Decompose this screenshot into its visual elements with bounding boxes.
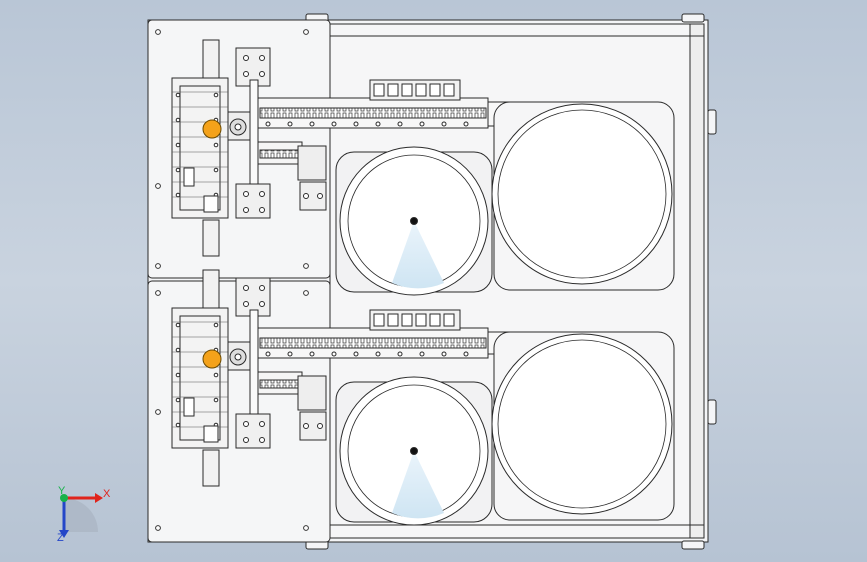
orange-sensor: [202, 119, 222, 139]
bracket-bottom: [235, 413, 271, 449]
plate-hole: [155, 29, 161, 35]
upper-feeder-module: [171, 39, 675, 296]
bowl-center: [410, 217, 418, 225]
pusher-block: [297, 375, 327, 411]
large-bowl-inner: [497, 109, 667, 279]
screw: [175, 322, 181, 328]
plate-hole: [303, 290, 309, 296]
plate-hole: [155, 409, 161, 415]
plate-hole: [155, 525, 161, 531]
vertical-rail: [202, 269, 220, 309]
screw: [175, 422, 181, 428]
plate-hole: [155, 183, 161, 189]
screw: [175, 117, 181, 123]
screw: [213, 92, 219, 98]
vertical-rail: [202, 39, 220, 79]
y-axis-dot: [60, 494, 68, 502]
screw: [175, 192, 181, 198]
orange-sensor: [202, 349, 222, 369]
screw: [213, 322, 219, 328]
z-axis-label: Z: [57, 532, 64, 544]
large-bowl-inner: [497, 339, 667, 509]
cylinder-block: [171, 307, 229, 449]
rack-gear: [259, 337, 487, 349]
screw: [213, 397, 219, 403]
screw: [175, 347, 181, 353]
coordinate-triad: [59, 493, 103, 538]
plate-hole: [155, 290, 161, 296]
screw: [213, 372, 219, 378]
screw: [175, 92, 181, 98]
vertical-rail: [202, 219, 220, 257]
vertical-rail: [202, 449, 220, 487]
screw: [175, 372, 181, 378]
light-beam: [392, 221, 444, 289]
rack-gear: [259, 107, 487, 119]
pusher-block: [297, 145, 327, 181]
screw: [175, 167, 181, 173]
plate-hole: [155, 263, 161, 269]
y-axis-label: Y: [58, 485, 66, 497]
vertical-slide: [249, 79, 259, 185]
screw: [175, 397, 181, 403]
plate-hole: [303, 263, 309, 269]
cylinder-block: [171, 77, 229, 219]
screw: [175, 142, 181, 148]
screw: [213, 167, 219, 173]
plate-hole: [303, 29, 309, 35]
bowl-center: [410, 447, 418, 455]
vertical-slide: [249, 309, 259, 415]
screw: [213, 142, 219, 148]
lower-feeder-module: [171, 269, 675, 526]
light-beam: [392, 451, 444, 519]
x-axis-label: X: [103, 488, 111, 500]
plate-hole: [303, 525, 309, 531]
bracket-bottom: [235, 183, 271, 219]
plate-holes: [155, 29, 309, 531]
